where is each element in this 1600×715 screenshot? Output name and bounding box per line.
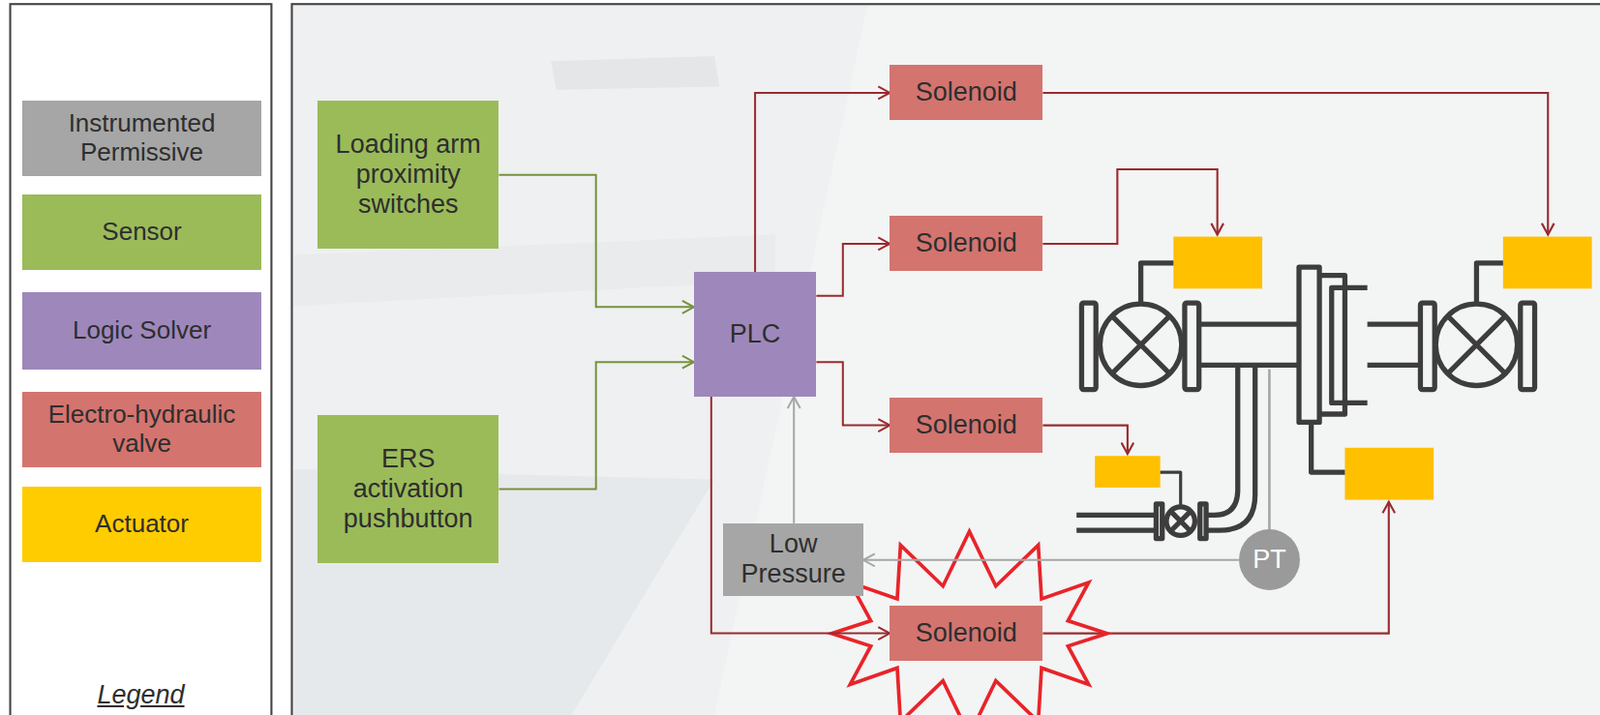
node-label: PLC <box>699 319 812 350</box>
legend-label: Sensor <box>26 217 258 247</box>
valve-cross <box>1170 511 1191 532</box>
node-label: ERS activation pushbutton <box>323 444 494 535</box>
flange <box>1419 302 1435 391</box>
legend-label: Logic Solver <box>26 316 258 346</box>
drain-pipe <box>1206 364 1256 531</box>
legend-swatch: Instrumented Permissive <box>22 100 262 177</box>
node-label: Solenoid <box>895 618 1037 649</box>
valve-symbol <box>1166 507 1196 537</box>
valve-symbol <box>1099 303 1181 386</box>
flange <box>1520 302 1536 391</box>
node-label: Solenoid <box>895 77 1037 108</box>
valve-cross <box>1448 316 1506 374</box>
hydraulic-line <box>1042 502 1389 634</box>
main-panel <box>292 3 1600 715</box>
breakaway-coupling <box>1298 267 1320 423</box>
legend-label: Electro-hydraulic valve <box>26 400 258 459</box>
legend-swatch: Logic Solver <box>22 292 262 370</box>
signal-connector <box>792 396 795 524</box>
pt-tap-line <box>1267 369 1271 531</box>
coupling-bracket <box>1331 287 1368 403</box>
node-label: Solenoid <box>895 410 1037 441</box>
signal-connector <box>815 362 890 425</box>
actuator-stem <box>1311 422 1346 473</box>
flange <box>1200 504 1207 540</box>
valve-cross <box>1112 316 1170 374</box>
solenoid-box: Solenoid <box>889 215 1043 272</box>
fault-starburst <box>831 531 1108 715</box>
solenoid-box: Solenoid <box>889 64 1043 121</box>
flange <box>1081 302 1096 391</box>
sensor-box: Loading arm proximity switches <box>317 100 500 249</box>
permissive-box: Low Pressure <box>723 523 863 597</box>
node-label: Solenoid <box>895 228 1037 259</box>
photo-ship-hull <box>714 5 1600 715</box>
signal-connector <box>815 243 890 297</box>
legend-swatch: Actuator <box>22 486 262 563</box>
solenoid-box: Solenoid <box>889 605 1043 662</box>
actuator-stem <box>1476 263 1503 304</box>
actuator <box>1173 237 1263 290</box>
actuator <box>1094 455 1160 488</box>
transmitter-circle: PT <box>1238 529 1300 591</box>
pipe <box>1199 324 1299 365</box>
actuator <box>1344 448 1434 501</box>
legend-label: Instrumented Permissive <box>26 109 258 168</box>
signal-connector <box>499 175 695 307</box>
actuator <box>1503 237 1593 290</box>
flange <box>1155 504 1162 540</box>
node-label: Low Pressure <box>728 529 857 590</box>
legend-heading: Legend <box>96 680 184 711</box>
legend-label: Actuator <box>26 510 258 540</box>
photo-tug <box>550 56 720 91</box>
legend-swatch: Sensor <box>22 194 262 271</box>
hydraulic-line <box>1042 92 1548 236</box>
signal-connector <box>499 362 695 489</box>
legend-panel <box>10 3 272 715</box>
actuator-stem <box>1141 263 1175 304</box>
flange <box>1184 302 1200 391</box>
signal-connector <box>863 559 1239 562</box>
sensor-box: ERS activation pushbutton <box>317 415 500 564</box>
actuator-stem <box>1160 472 1181 508</box>
solenoid-box: Solenoid <box>889 397 1043 453</box>
node-label: Loading arm proximity switches <box>323 129 494 220</box>
hydraulic-line <box>1042 425 1127 455</box>
hydraulic-line <box>1042 169 1217 244</box>
drain-pipe <box>1076 514 1156 531</box>
signal-connector <box>754 92 890 273</box>
node-label: PT <box>1244 544 1295 575</box>
logic-solver-box: PLC <box>694 271 817 397</box>
valve-symbol <box>1435 303 1517 386</box>
pipe <box>1367 324 1421 365</box>
signal-connector <box>711 396 891 634</box>
legend-swatch: Electro-hydraulic valve <box>22 392 262 468</box>
